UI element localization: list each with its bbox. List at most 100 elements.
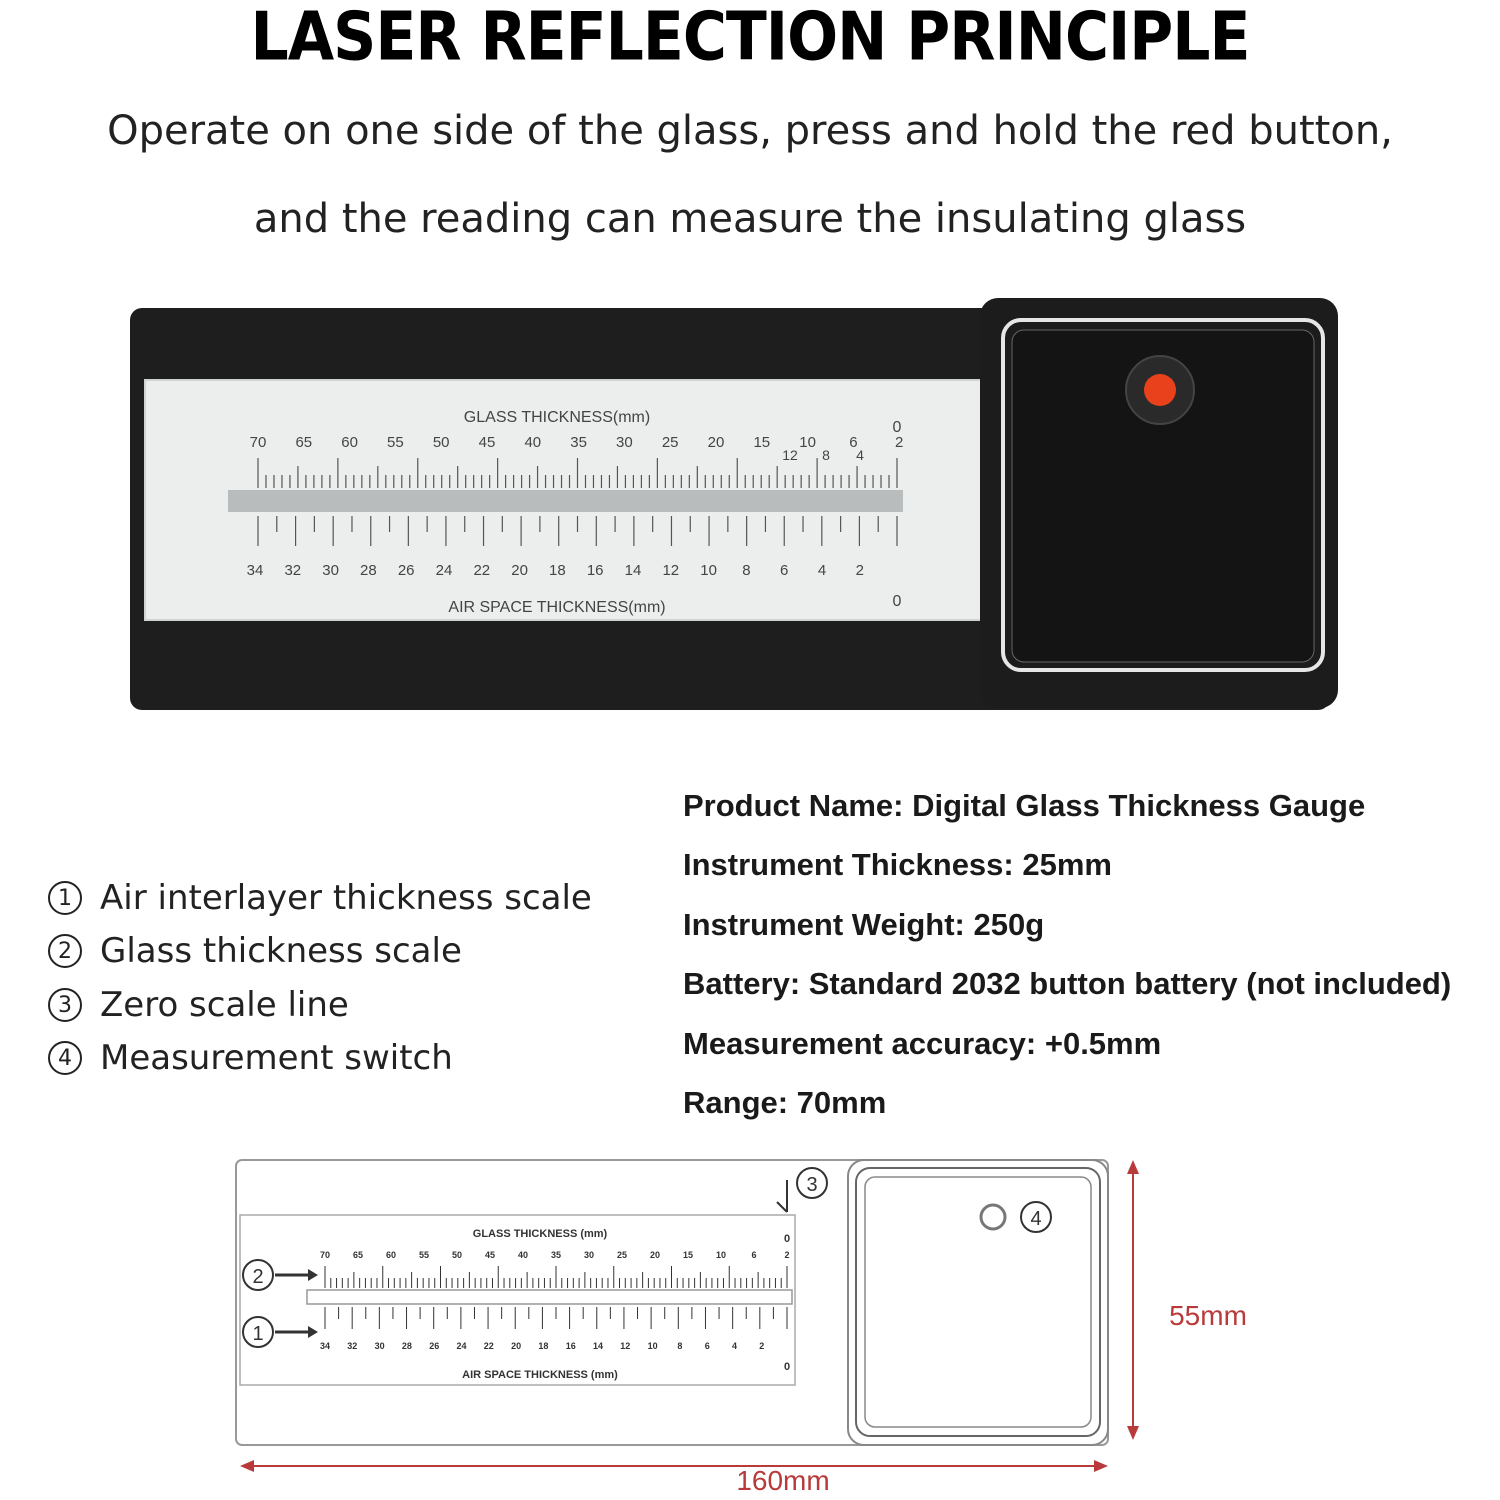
dimension-diagram: GLASS THICKNESS (mm) AIR SPACE THICKNESS… [235, 1159, 1247, 1496]
diagram-air-number: 26 [429, 1341, 439, 1351]
diagram-glass-number: 6 [751, 1250, 756, 1260]
glass-scale-number: 50 [433, 434, 450, 451]
diagram-zero-label: 0 [784, 1361, 790, 1373]
width-dimension-label: 160mm [736, 1465, 829, 1496]
glass-scale-number: 6 [849, 434, 857, 451]
diagram-glass-number: 30 [584, 1250, 594, 1260]
dimension-lines [240, 1160, 1139, 1472]
subtitle-line-2: and the reading can measure the insulati… [253, 196, 1247, 242]
air-scale-number: 30 [322, 562, 339, 579]
air-scale-number: 20 [511, 562, 528, 579]
switch-icon [979, 1203, 1007, 1231]
callout-3-icon [796, 1167, 828, 1199]
glass-scale-number: 30 [616, 434, 633, 451]
diagram-glass-number: 25 [617, 1250, 627, 1260]
glass-scale-number: 4 [856, 447, 864, 463]
diagram-air-number: 18 [538, 1341, 548, 1351]
glass-scale-number: 70 [250, 434, 267, 451]
glass-scale-number: 45 [479, 434, 496, 451]
legend-item-2: 2 Glass thickness scale [48, 931, 462, 971]
diagram-air-number: 2 [759, 1341, 764, 1351]
air-scale-number: 22 [473, 562, 490, 579]
air-scale-number: 26 [398, 562, 415, 579]
air-scale-number: 2 [856, 562, 864, 579]
air-scale-number: 12 [662, 562, 679, 579]
diagram-air-number: 32 [347, 1341, 357, 1351]
air-scale-number: 16 [587, 562, 604, 579]
glass-scale-number: 15 [753, 434, 770, 451]
glass-zero-label: 0 [893, 419, 902, 436]
legend-label: Zero scale line [100, 985, 349, 1025]
diagram-glass-label: GLASS THICKNESS (mm) [473, 1228, 608, 1240]
diagram-air-number: 8 [677, 1341, 682, 1351]
callout-1-number: 1 [252, 1323, 263, 1345]
glass-scale-number: 8 [822, 447, 830, 463]
spec-instrument-thickness: Instrument Thickness: 25mm [683, 847, 1112, 882]
diagram-air-number: 6 [705, 1341, 710, 1351]
circled-number-icon: 4 [48, 1041, 82, 1075]
diagram-glass-number: 10 [716, 1250, 726, 1260]
diagram-glass-number: 35 [551, 1250, 561, 1260]
diagram-glass-number: 15 [683, 1250, 693, 1260]
circled-number-icon: 3 [48, 988, 82, 1022]
spec-battery: Battery: Standard 2032 button battery (n… [683, 966, 1452, 1001]
height-dimension-label: 55mm [1169, 1300, 1247, 1331]
air-scale-number: 18 [549, 562, 566, 579]
spec-product-name: Product Name: Digital Glass Thickness Ga… [683, 788, 1366, 823]
legend-label: Measurement switch [100, 1038, 453, 1078]
diagram-zero-label: 0 [784, 1233, 790, 1245]
diagram-glass-number: 50 [452, 1250, 462, 1260]
callout-2-number: 2 [252, 1266, 263, 1288]
spec-accuracy: Measurement accuracy: +0.5mm [683, 1026, 1162, 1061]
diagram-air-number: 4 [732, 1341, 737, 1351]
diagram-glass-number: 55 [419, 1250, 429, 1260]
air-scale-number: 4 [818, 562, 826, 579]
diagram-glass-number: 60 [386, 1250, 396, 1260]
circled-number-icon: 2 [48, 934, 82, 968]
legend-item-1: 1 Air interlayer thickness scale [48, 878, 592, 918]
air-zero-label: 0 [893, 593, 902, 610]
air-scale-number: 14 [625, 562, 642, 579]
air-space-thickness-label: AIR SPACE THICKNESS(mm) [448, 599, 665, 616]
glass-scale-number: 2 [895, 434, 903, 451]
callout-2-icon [242, 1259, 274, 1291]
diagram-air-label: AIR SPACE THICKNESS (mm) [462, 1369, 618, 1381]
air-scale-number: 10 [700, 562, 717, 579]
glass-scale-number: 35 [570, 434, 587, 451]
glass-scale-number: 65 [295, 434, 312, 451]
air-scale-number: 34 [247, 562, 264, 579]
diagram-glass-number: 20 [650, 1250, 660, 1260]
zero-reference-band [228, 490, 903, 512]
diagram-air-number: 12 [620, 1341, 630, 1351]
spec-range: Range: 70mm [683, 1085, 887, 1120]
diagram-glass-number: 40 [518, 1250, 528, 1260]
air-tick-marks [257, 516, 898, 546]
diagram-air-number: 20 [511, 1341, 521, 1351]
diagram-air-number: 14 [593, 1341, 603, 1351]
glass-thickness-label: GLASS THICKNESS(mm) [464, 409, 650, 426]
diagram-air-number: 16 [566, 1341, 576, 1351]
diagram-glass-number: 65 [353, 1250, 363, 1260]
air-scale-number: 32 [284, 562, 301, 579]
diagram-glass-number: 70 [320, 1250, 330, 1260]
red-button-icon[interactable] [1144, 374, 1176, 406]
air-scale-number: 6 [780, 562, 788, 579]
subtitle-line-1: Operate on one side of the glass, press … [107, 108, 1393, 154]
callout-3-number: 3 [806, 1174, 817, 1196]
product-photo: GLASS THICKNESS(mm) AIR SPACE THICKNESS(… [130, 298, 1338, 710]
diagram-glass-number: 45 [485, 1250, 495, 1260]
glass-scale-number: 25 [662, 434, 679, 451]
air-scale-number: 24 [436, 562, 453, 579]
legend-item-3: 3 Zero scale line [48, 985, 349, 1025]
callout-4-number: 4 [1030, 1208, 1041, 1230]
circled-number-icon: 1 [48, 881, 82, 915]
air-scale-number: 28 [360, 562, 377, 579]
legend-item-4: 4 Measurement switch [48, 1038, 453, 1078]
glass-tick-marks [257, 458, 898, 488]
diagram-air-number: 28 [402, 1341, 412, 1351]
spec-instrument-weight: Instrument Weight: 250g [683, 907, 1045, 942]
diagram-air-number: 24 [456, 1341, 466, 1351]
diagram-air-number: 30 [375, 1341, 385, 1351]
